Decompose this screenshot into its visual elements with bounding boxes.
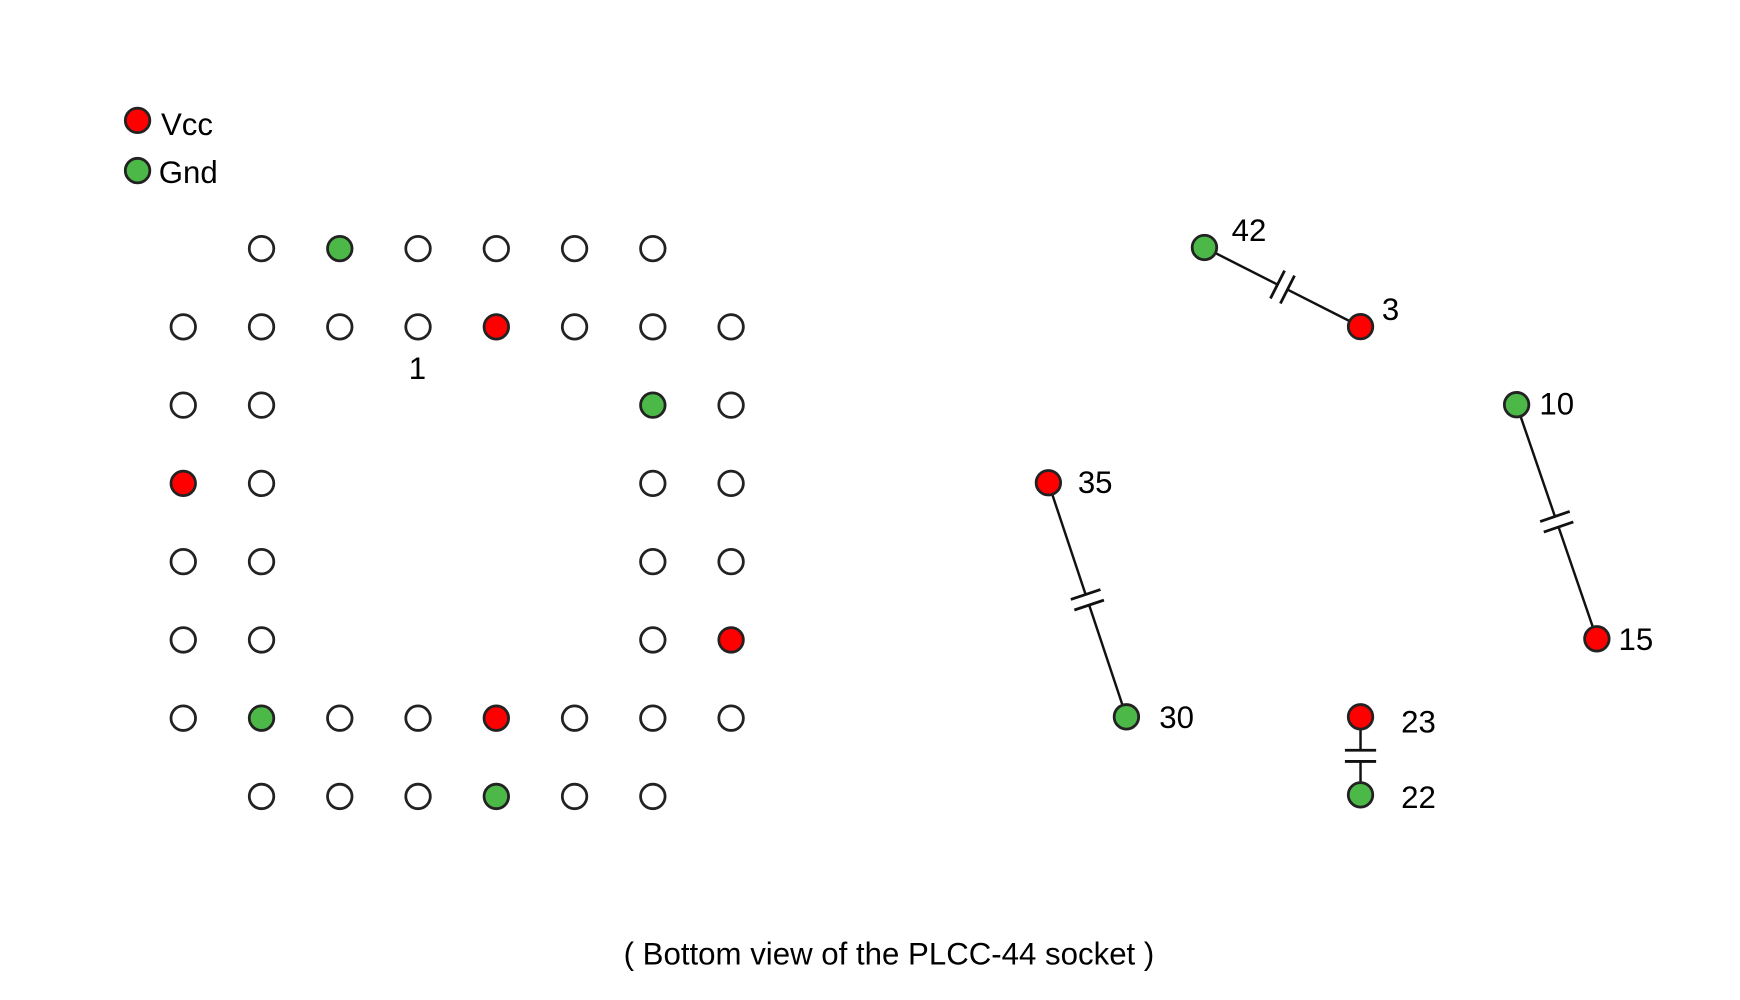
socket-pin xyxy=(482,234,510,263)
capacitor: 42 3 xyxy=(1190,213,1399,341)
socket-pin xyxy=(404,782,432,811)
socket-pin xyxy=(169,313,197,341)
socket-pin xyxy=(247,313,276,341)
pin-number-label: 22 xyxy=(1401,780,1436,815)
socket-pin xyxy=(639,704,667,732)
socket-pin xyxy=(169,547,197,576)
pin-number-label: 15 xyxy=(1619,622,1654,657)
socket-pin xyxy=(404,313,432,341)
caption: ( Bottom view of the PLCC-44 socket ) xyxy=(624,936,1155,971)
socket-pin xyxy=(639,234,667,263)
socket-pin xyxy=(247,626,276,654)
vcc-pin xyxy=(169,469,197,498)
capacitor-lead xyxy=(1515,404,1557,517)
gnd-pin xyxy=(1502,391,1531,419)
socket-pin xyxy=(247,469,276,498)
capacitor-plate xyxy=(1073,598,1105,612)
socket-pin xyxy=(404,704,432,732)
socket-pin xyxy=(326,704,354,732)
socket-pin xyxy=(169,626,197,654)
decoupling-capacitors: 42 3 35 30 10 15 23 22 xyxy=(1034,213,1654,815)
socket-pin xyxy=(326,782,354,811)
vcc-pin xyxy=(482,704,510,732)
socket-pin xyxy=(326,313,354,341)
capacitor-plate xyxy=(1070,588,1101,601)
capacitor: 23 22 xyxy=(1344,703,1436,815)
socket-pin xyxy=(717,469,745,498)
capacitor-lead xyxy=(1557,526,1599,640)
vcc-pin xyxy=(1346,312,1375,341)
socket-pin xyxy=(560,313,589,341)
vcc-pin xyxy=(1034,469,1063,497)
pin1-label: 1 xyxy=(409,351,426,386)
gnd-pin xyxy=(326,234,354,263)
gnd-pin xyxy=(247,704,276,732)
pin-number-label: 23 xyxy=(1401,704,1436,739)
socket-pin xyxy=(717,704,745,732)
socket-pin xyxy=(639,469,667,498)
vcc-pin xyxy=(717,626,745,654)
gnd-legend-label: Gnd xyxy=(159,155,218,190)
vcc-legend-marker xyxy=(123,106,152,135)
capacitor: 10 15 xyxy=(1502,387,1654,657)
pin-number-label: 42 xyxy=(1232,213,1267,248)
capacitor-lead xyxy=(1087,604,1128,718)
gnd-pin xyxy=(1190,233,1219,262)
gnd-pin xyxy=(482,782,510,811)
socket-pin xyxy=(169,704,197,732)
socket-pin xyxy=(404,234,432,263)
vcc-pin xyxy=(1583,625,1611,653)
socket-pin xyxy=(717,313,745,341)
capacitor-lead xyxy=(1047,482,1087,595)
gnd-pin xyxy=(1112,703,1141,731)
socket-pin xyxy=(639,313,667,341)
socket-pin xyxy=(717,391,745,419)
capacitor: 35 30 xyxy=(1034,465,1194,735)
capacitor-plate xyxy=(1539,510,1571,523)
gnd-legend-marker xyxy=(123,156,152,185)
vcc-pin xyxy=(482,313,510,341)
socket-pin xyxy=(639,782,667,811)
socket-pin xyxy=(717,547,745,576)
capacitor-plate xyxy=(1269,269,1286,300)
socket-pin xyxy=(247,234,276,263)
legend: Vcc Gnd xyxy=(123,106,218,190)
socket-pin xyxy=(560,704,589,732)
gnd-pin xyxy=(1346,781,1375,809)
socket-pin xyxy=(247,391,276,419)
pin-number-label: 35 xyxy=(1078,465,1113,500)
pin-number-label: 10 xyxy=(1539,387,1574,422)
gnd-pin xyxy=(639,391,667,419)
socket-pin xyxy=(639,626,667,654)
socket-pin xyxy=(560,782,589,811)
capacitor-plate xyxy=(1543,520,1574,534)
pin-number-label: 3 xyxy=(1382,292,1399,327)
pin-number-label: 30 xyxy=(1159,700,1194,735)
socket-pin xyxy=(247,547,276,576)
socket-pin-grid xyxy=(169,234,745,811)
socket-pin xyxy=(247,782,276,811)
vcc-legend-label: Vcc xyxy=(161,107,213,142)
vcc-pin xyxy=(1346,703,1375,731)
capacitor-plate xyxy=(1279,275,1296,305)
socket-pin xyxy=(169,391,197,419)
socket-pin xyxy=(560,234,589,263)
socket-pin xyxy=(639,547,667,576)
